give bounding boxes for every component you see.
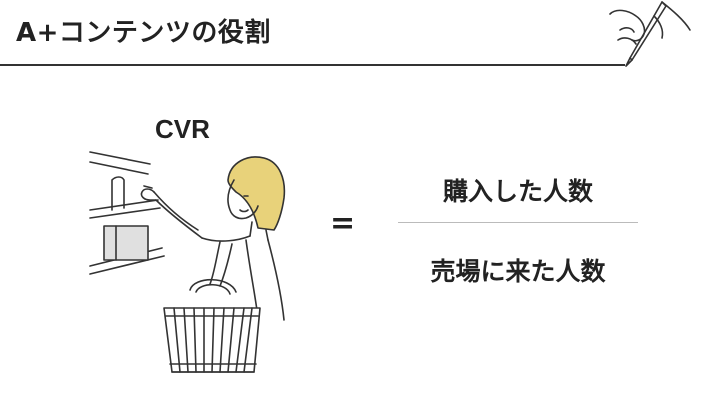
shopper-illustration — [89, 151, 286, 373]
slide-title: A+コンテンツの役割 — [16, 18, 271, 48]
equals-sign: = — [330, 206, 356, 241]
fraction-line — [398, 222, 638, 223]
title-underline — [0, 64, 625, 66]
cvr-label: CVR — [155, 114, 210, 144]
fraction-numerator: 購入した人数 — [442, 177, 593, 206]
fraction-denominator: 売場に来た人数 — [430, 257, 606, 286]
pen-hand-icon — [609, 1, 691, 67]
